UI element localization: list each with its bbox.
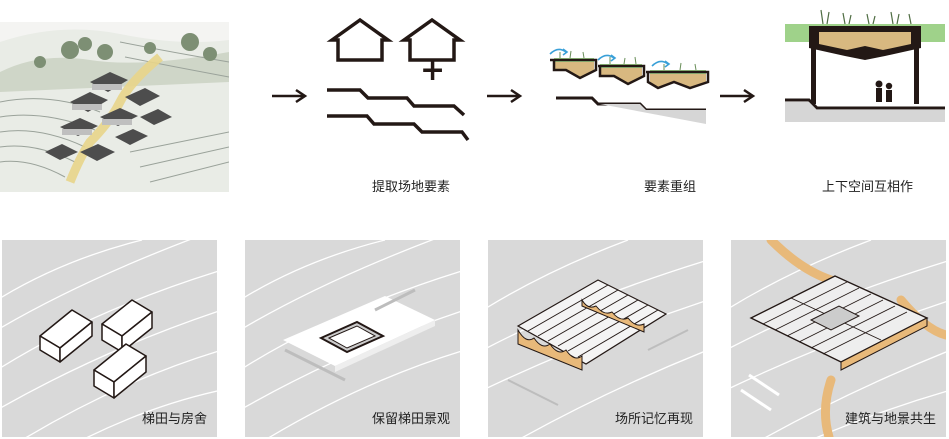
panel-place-memory: 场所记忆再现 <box>488 240 703 437</box>
plus-sign: + <box>420 53 446 88</box>
section-interaction-diagram <box>785 4 945 133</box>
step-caption-recombine: 要素重组 <box>644 180 697 195</box>
step-caption-extract: 提取场地要素 <box>372 180 451 195</box>
arrow-right-icon <box>720 88 756 108</box>
panel-terraces-houses: 梯田与房舍 <box>2 240 217 437</box>
arrow-right-icon <box>272 88 308 108</box>
panel-building-landscape: 建筑与地景共生 <box>731 240 946 437</box>
arrow-right-icon <box>487 88 523 108</box>
panel-preserve-terraces: 保留梯田景观 <box>245 240 460 437</box>
panel-caption: 建筑与地景共生 <box>844 412 936 427</box>
panel-caption: 梯田与房舍 <box>141 412 207 427</box>
recombined-section-diagram <box>540 40 715 134</box>
panel-caption: 场所记忆再现 <box>614 412 693 427</box>
village-photo <box>0 22 230 192</box>
panel-caption: 保留梯田景观 <box>371 412 450 427</box>
step-caption-interaction: 上下空间互相作 <box>822 180 914 195</box>
site-elements-diagram <box>322 12 472 156</box>
